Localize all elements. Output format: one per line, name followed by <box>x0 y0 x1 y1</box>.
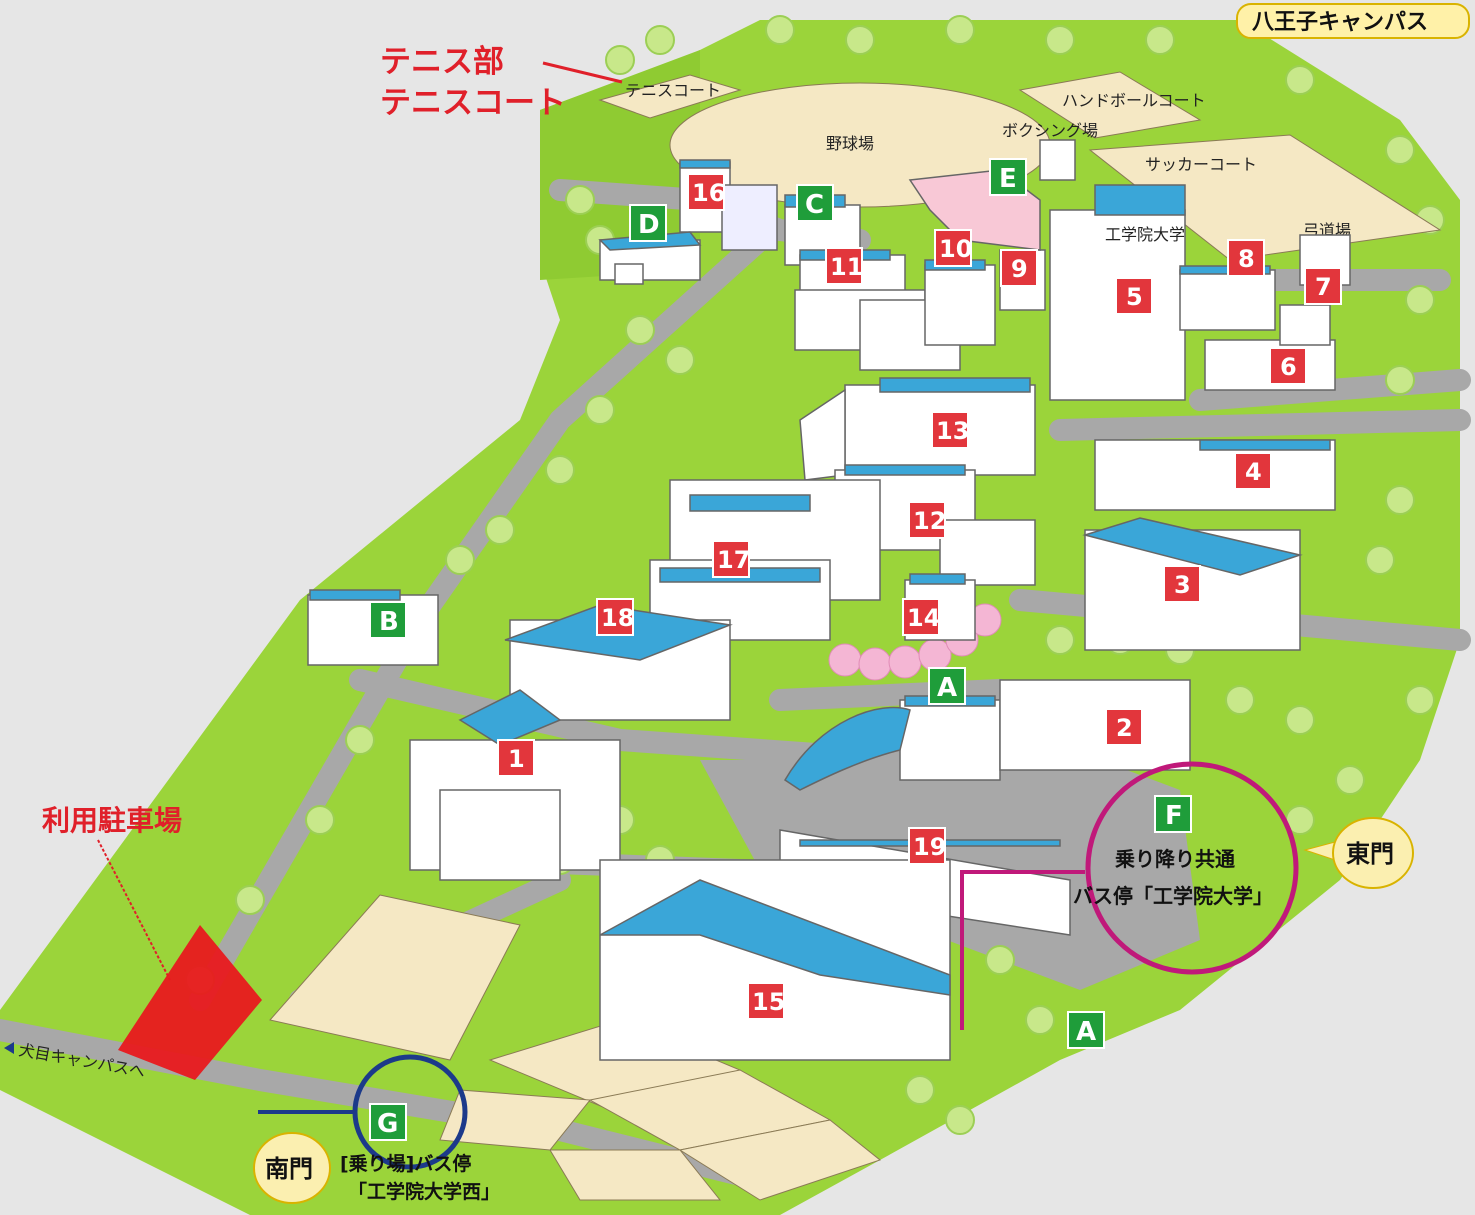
svg-text:19: 19 <box>913 833 946 861</box>
gate-marker-f[interactable]: F <box>1154 795 1192 833</box>
parking-area <box>118 925 262 1080</box>
baseball-label: 野球場 <box>826 134 874 153</box>
svg-text:18: 18 <box>601 604 634 632</box>
building-marker-11[interactable]: 11 <box>825 247 863 285</box>
campus-title: 八王子キャンパス <box>1252 10 1428 35</box>
building-markers: 16 11 10 9 5 8 7 6 13 4 12 17 3 14 18 2 … <box>497 173 1342 1020</box>
gate-marker-b[interactable]: B <box>369 601 407 639</box>
south-field-6 <box>678 1119 882 1201</box>
building-marker-9[interactable]: 9 <box>1000 249 1038 287</box>
building-marker-5[interactable]: 5 <box>1115 277 1153 315</box>
svg-text:1: 1 <box>508 745 525 773</box>
svg-text:A: A <box>937 673 957 703</box>
tennis-court-area <box>598 74 742 119</box>
gate-marker-a-center[interactable]: A <box>928 667 966 705</box>
building-marker-6[interactable]: 6 <box>1269 347 1307 385</box>
parking-annotation: 利用駐車場 <box>42 804 182 837</box>
svg-text:F: F <box>1165 801 1183 831</box>
building-marker-3[interactable]: 3 <box>1163 565 1201 603</box>
building-marker-10[interactable]: 10 <box>934 229 972 267</box>
tennis-pointer-line <box>542 61 623 84</box>
svg-text:15: 15 <box>752 988 785 1016</box>
tennis-court-label: テニスコート <box>625 81 721 100</box>
east-bus-circle <box>1085 761 1299 975</box>
east-bus-pointer <box>960 870 1085 1030</box>
svg-text:G: G <box>377 1109 398 1139</box>
svg-text:16: 16 <box>692 179 725 207</box>
building-marker-4[interactable]: 4 <box>1234 452 1272 490</box>
svg-text:A: A <box>1076 1017 1096 1047</box>
boxing-label: ボクシング場 <box>1002 121 1098 140</box>
building-marker-18[interactable]: 18 <box>596 598 634 636</box>
parking-pointer-line <box>97 839 171 981</box>
svg-text:9: 9 <box>1011 255 1028 283</box>
gate-marker-a-east[interactable]: A <box>1067 1011 1105 1049</box>
svg-text:5: 5 <box>1126 283 1143 311</box>
svg-text:11: 11 <box>830 253 863 281</box>
road-direction-arrow <box>4 1042 14 1054</box>
east-gate-bubble: 東門 <box>1303 817 1414 889</box>
gate-marker-c[interactable]: C <box>796 184 834 222</box>
soccer-label: サッカーコート <box>1145 155 1257 174</box>
building-marker-15[interactable]: 15 <box>747 982 785 1020</box>
building-marker-8[interactable]: 8 <box>1227 239 1265 277</box>
svg-text:10: 10 <box>939 235 972 263</box>
building-marker-2[interactable]: 2 <box>1105 708 1143 746</box>
east-bus-stop-line1: 乗り降り共通 <box>1115 847 1235 871</box>
svg-text:17: 17 <box>717 546 750 574</box>
svg-text:7: 7 <box>1315 273 1332 301</box>
gate-marker-g[interactable]: G <box>369 1103 407 1141</box>
building-marker-14[interactable]: 14 <box>902 598 940 636</box>
east-bus-stop-line2: バス停「工学院大学」 <box>1073 884 1273 908</box>
tennis-annotation-line1: テニス部 <box>380 44 504 80</box>
east-gate-label: 東門 <box>1346 840 1394 868</box>
south-bus-stop-line1: [乗り場]バス停 <box>340 1152 471 1175</box>
svg-text:2: 2 <box>1116 714 1133 742</box>
svg-text:6: 6 <box>1280 353 1297 381</box>
svg-text:E: E <box>999 164 1017 194</box>
svg-text:3: 3 <box>1174 571 1191 599</box>
gate-marker-e[interactable]: E <box>989 158 1027 196</box>
south-bus-stop-line2: 「工学院大学西」 <box>348 1180 500 1203</box>
svg-text:B: B <box>379 607 399 637</box>
south-field-5 <box>549 1149 722 1201</box>
south-gate-label: 南門 <box>265 1155 313 1183</box>
svg-text:4: 4 <box>1245 458 1262 486</box>
building-marker-19[interactable]: 19 <box>908 827 946 865</box>
south-field-1 <box>269 894 521 1061</box>
tower-label: 工学院大学 <box>1105 225 1185 244</box>
gate-markers: D C E B A F A G <box>369 158 1192 1141</box>
building-marker-16[interactable]: 16 <box>687 173 725 211</box>
svg-text:14: 14 <box>907 604 940 632</box>
gate-marker-d[interactable]: D <box>629 204 667 242</box>
handball-label: ハンドボールコート <box>1062 91 1206 110</box>
handball-court <box>1018 71 1202 139</box>
svg-text:12: 12 <box>913 507 946 535</box>
building-marker-13[interactable]: 13 <box>931 411 969 449</box>
svg-text:C: C <box>805 190 824 220</box>
building-marker-17[interactable]: 17 <box>712 540 750 578</box>
svg-text:D: D <box>638 210 660 240</box>
svg-text:13: 13 <box>936 417 969 445</box>
svg-text:8: 8 <box>1238 245 1255 273</box>
south-gate-bubble: 南門 <box>253 1132 331 1204</box>
campus-title-box: 八王子キャンパス <box>1236 3 1470 39</box>
building-marker-1[interactable]: 1 <box>497 739 535 777</box>
building-marker-7[interactable]: 7 <box>1304 267 1342 305</box>
building-marker-12[interactable]: 12 <box>908 501 946 539</box>
tennis-annotation-line2: テニスコート <box>380 85 566 121</box>
